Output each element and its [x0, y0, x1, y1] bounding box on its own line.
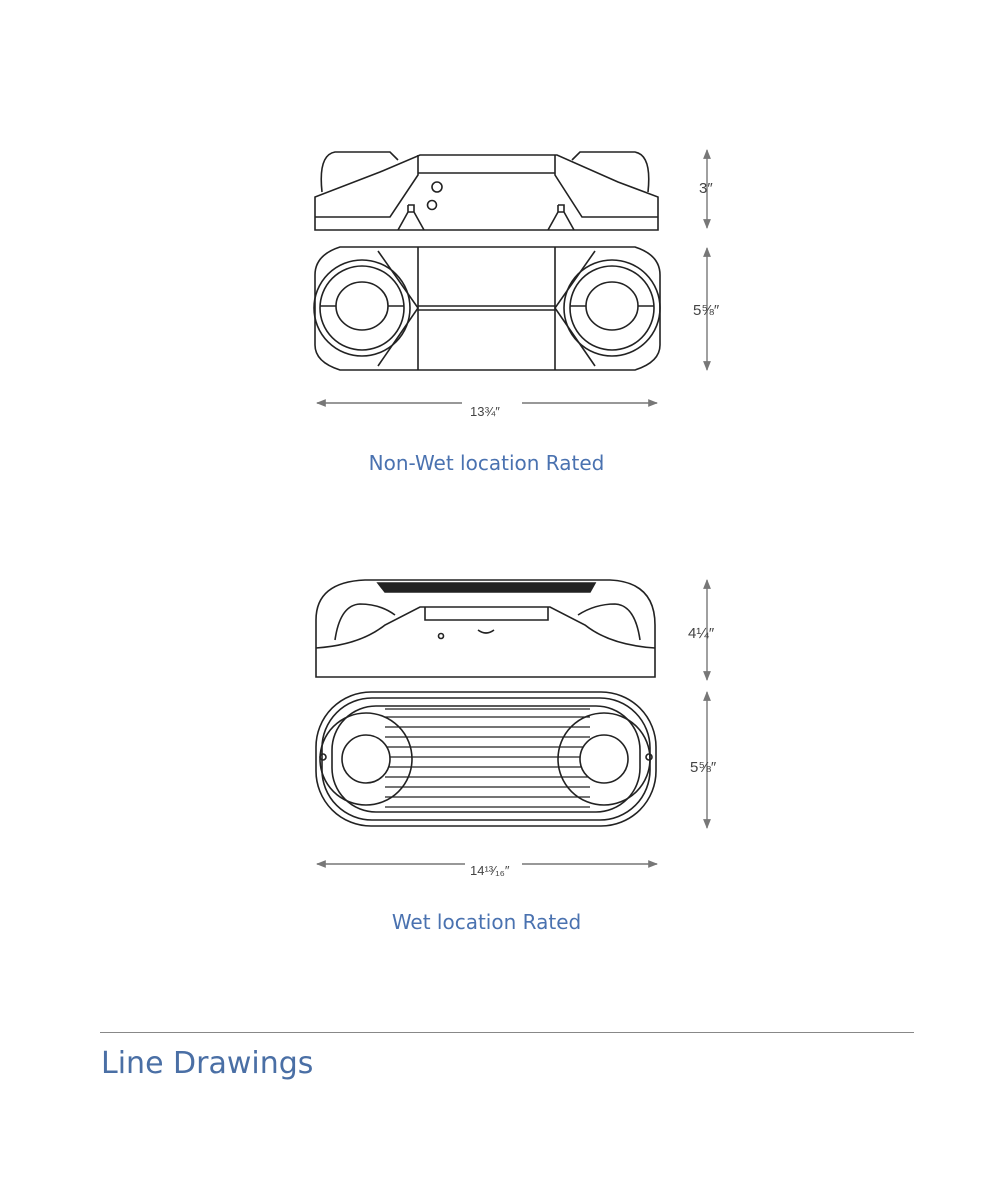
wet-width-label: 14¹³⁄₁₆″	[470, 863, 510, 878]
wet-plan-view	[315, 691, 657, 827]
wet-caption: Wet location Rated	[391, 910, 582, 934]
wet-height-label: 4¼″	[688, 625, 715, 642]
non-wet-caption: Non-Wet location Rated	[368, 451, 605, 475]
non-wet-height-label: 3″	[699, 180, 713, 197]
section-divider	[100, 1032, 914, 1033]
wet-depth-label: 5⅝″	[690, 759, 717, 776]
non-wet-side-view	[314, 151, 659, 231]
wet-side-view	[315, 579, 656, 678]
section-heading: Line Drawings	[101, 1046, 314, 1081]
non-wet-plan-view	[313, 246, 661, 371]
non-wet-width-label: 13¾″	[470, 404, 500, 419]
non-wet-depth-label: 5⅝″	[693, 302, 720, 319]
